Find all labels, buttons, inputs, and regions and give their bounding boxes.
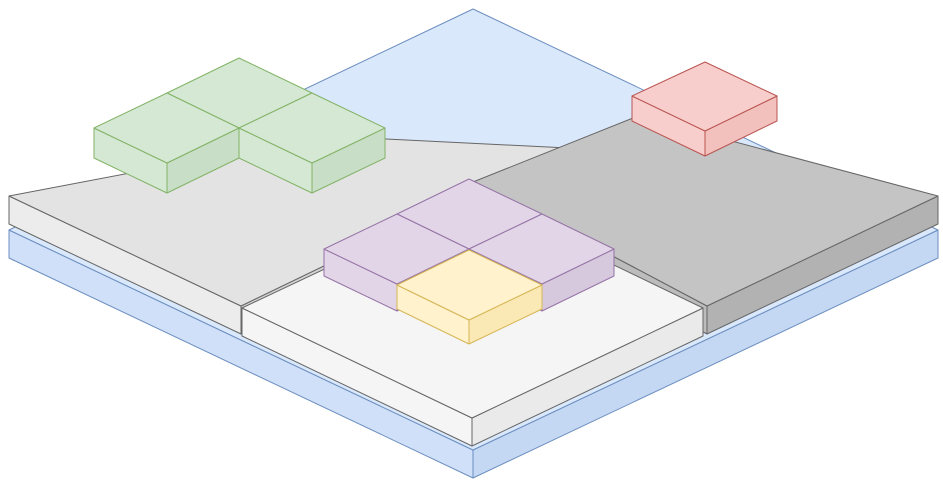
green-cube-right: [238, 92, 386, 194]
purple-cube-right-top-face: [468, 213, 615, 285]
right-slab-dark-gray-top-face: [472, 115, 939, 307]
purple-cube-left-top-face: [323, 213, 470, 285]
yellow-cube-front-top-face: [396, 249, 543, 321]
green-cube-left-top-face: [93, 92, 240, 164]
block-layer: [8, 8, 939, 479]
green-cube-left: [93, 92, 240, 194]
yellow-cube-front: [396, 249, 543, 345]
red-cube: [631, 61, 778, 157]
green-cube-right-top-face: [238, 92, 386, 164]
red-cube-top-face: [631, 61, 778, 132]
